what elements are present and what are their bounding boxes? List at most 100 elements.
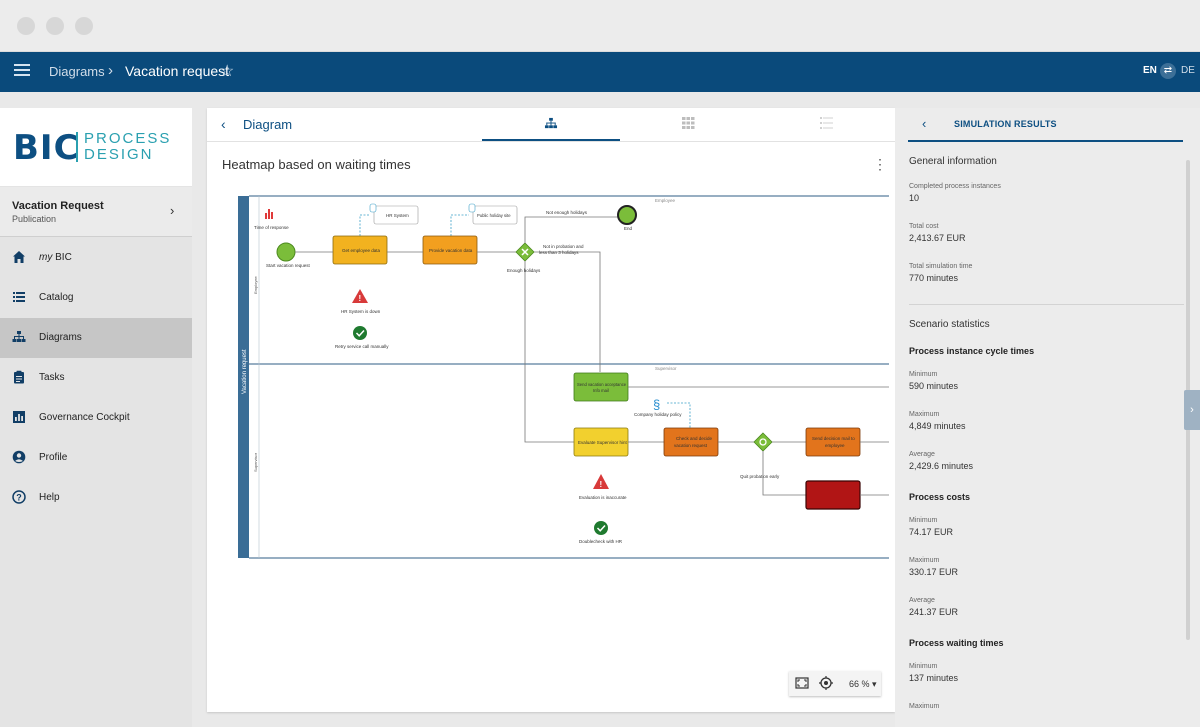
risk-exclamation: !	[600, 480, 603, 489]
wait-min-value: 137 minutes	[909, 673, 959, 683]
tab-divider	[207, 141, 895, 142]
star-icon[interactable]: ☆	[220, 63, 235, 80]
back-chevron-icon[interactable]: ‹	[221, 116, 226, 132]
flow-enough	[524, 261, 574, 443]
task-get-employee-data-label: Get employee data	[342, 248, 381, 253]
window-maximize-dot[interactable]	[75, 17, 93, 35]
flow-probation	[534, 251, 601, 372]
cost-label: Total cost	[909, 223, 939, 230]
window-close-dot[interactable]	[17, 17, 35, 35]
sidebar-item-label: Catalog	[39, 292, 74, 303]
sidebar-item-label: Governance Cockpit	[39, 412, 130, 423]
time-label: Total simulation time	[909, 263, 973, 270]
task-provide-vacation-data-label: Provide vacation data	[429, 248, 473, 253]
completed-label: Completed process instances	[909, 183, 1001, 190]
wait-min-label: Minimum	[909, 663, 938, 670]
window-titlebar	[0, 0, 1200, 52]
task-check-decide[interactable]	[663, 427, 719, 457]
logo-line1: PROCESS	[84, 130, 172, 147]
task-check-decide-label-1: Check and decide	[676, 436, 713, 441]
process-selector[interactable]: Vacation Request Publication ›	[0, 187, 192, 237]
sidebar: BIC PROCESS DESIGN Vacation Request Publ…	[0, 108, 192, 727]
lane-tag-supervisor: Supervisor	[655, 366, 677, 371]
swap-language-icon[interactable]: ⇄	[1160, 63, 1176, 79]
wait-title: Process waiting times	[909, 638, 1004, 648]
bar-chart-icon	[13, 411, 25, 423]
pool-label: Vacation request	[242, 349, 248, 394]
panel-title: Diagram	[243, 117, 293, 132]
task-hot-spot[interactable]	[805, 480, 861, 510]
control-check-mark	[596, 524, 606, 532]
sidebar-item-catalog[interactable]: Catalog	[0, 278, 192, 318]
sidebar-item-diagrams[interactable]: Diagrams	[0, 318, 192, 358]
breadcrumb-current: Vacation request	[125, 63, 230, 79]
flow-quit	[762, 451, 806, 496]
task-send-decision-label-2: employee	[825, 443, 845, 448]
cycle-min-label: Minimum	[909, 371, 938, 378]
start-event-label: Start vacation request	[266, 263, 311, 268]
menu-icon[interactable]	[14, 64, 30, 80]
task-send-decision[interactable]	[805, 427, 861, 457]
tab-grid[interactable]	[620, 108, 758, 141]
gateway-decision[interactable]	[753, 432, 773, 452]
task-send-acceptance[interactable]	[573, 372, 629, 402]
control-double-label: Doublecheck with HR	[579, 539, 623, 544]
risk-exclamation: !	[359, 294, 362, 303]
svg-text:?: ?	[16, 493, 22, 503]
list-icon	[820, 117, 833, 129]
policy-label: Company holiday policy	[634, 412, 682, 417]
costs-max-value: 330.17 EUR	[909, 567, 959, 577]
fit-screen-icon[interactable]	[795, 677, 809, 689]
task-provide-vacation-data[interactable]	[422, 235, 478, 265]
section-general: General information	[909, 156, 997, 167]
clipboard-icon	[14, 370, 24, 384]
sidebar-item-profile[interactable]: Profile	[0, 438, 192, 478]
costs-avg-label: Average	[909, 597, 935, 604]
zoom-select[interactable]: 66 % ▾	[849, 679, 877, 689]
costs-max-label: Maximum	[909, 557, 940, 564]
task-send-acceptance-label-1: Send vacation acceptance	[577, 382, 627, 387]
sitemap-icon	[544, 117, 558, 129]
sidebar-item-governance[interactable]: Governance Cockpit	[0, 398, 192, 438]
language-en[interactable]: EN	[1143, 65, 1157, 76]
sidebar-item-mybic[interactable]: my BIC	[0, 238, 192, 278]
task-get-employee-data[interactable]	[332, 235, 388, 265]
list-icon	[13, 292, 25, 302]
policy-icon[interactable]: §	[653, 397, 660, 412]
control-check-icon[interactable]	[594, 521, 608, 535]
costs-min-value: 74.17 EUR	[909, 527, 954, 537]
sidebar-item-tasks[interactable]: Tasks	[0, 358, 192, 398]
section-divider	[909, 304, 1184, 305]
process-status: Publication	[12, 214, 57, 224]
more-options-icon[interactable]: ⋮	[873, 156, 887, 172]
simulation-panel: ‹ SIMULATION RESULTS General information…	[895, 108, 1200, 727]
gateway-not-enough-label: Not enough holidays	[546, 210, 588, 215]
title-underline	[908, 140, 1183, 142]
sidebar-item-help[interactable]: ? Help	[0, 478, 192, 518]
logo-divider	[76, 132, 78, 162]
system-portal[interactable]	[472, 205, 518, 225]
cycle-max-label: Maximum	[909, 411, 940, 418]
back-chevron-icon[interactable]: ‹	[922, 116, 927, 131]
tab-diagram[interactable]	[482, 108, 620, 141]
gateway-enough-label: Enough holidays	[507, 268, 541, 273]
process-title: Vacation Request	[12, 200, 104, 212]
sidebar-item-label: Diagrams	[39, 332, 82, 343]
panel-expand-handle[interactable]: ›	[1184, 390, 1200, 430]
end-event[interactable]	[617, 205, 637, 225]
task-send-acceptance-label-2: Info mail	[593, 388, 609, 393]
window-minimize-dot[interactable]	[46, 17, 64, 35]
risk-icon[interactable]	[593, 474, 609, 489]
lane-label-supervisor: Supervisor	[253, 452, 258, 472]
system-hr[interactable]	[373, 205, 419, 225]
breadcrumb-diagrams[interactable]: Diagrams	[49, 64, 105, 79]
user-icon	[12, 450, 26, 464]
control-check-icon[interactable]	[353, 326, 367, 340]
association-policy	[667, 402, 691, 428]
language-de[interactable]: DE	[1181, 65, 1195, 76]
costs-title: Process costs	[909, 492, 971, 502]
risk-icon[interactable]	[352, 289, 368, 303]
tab-list[interactable]	[758, 108, 896, 141]
start-event[interactable]	[276, 242, 296, 262]
locate-icon[interactable]	[819, 676, 833, 690]
